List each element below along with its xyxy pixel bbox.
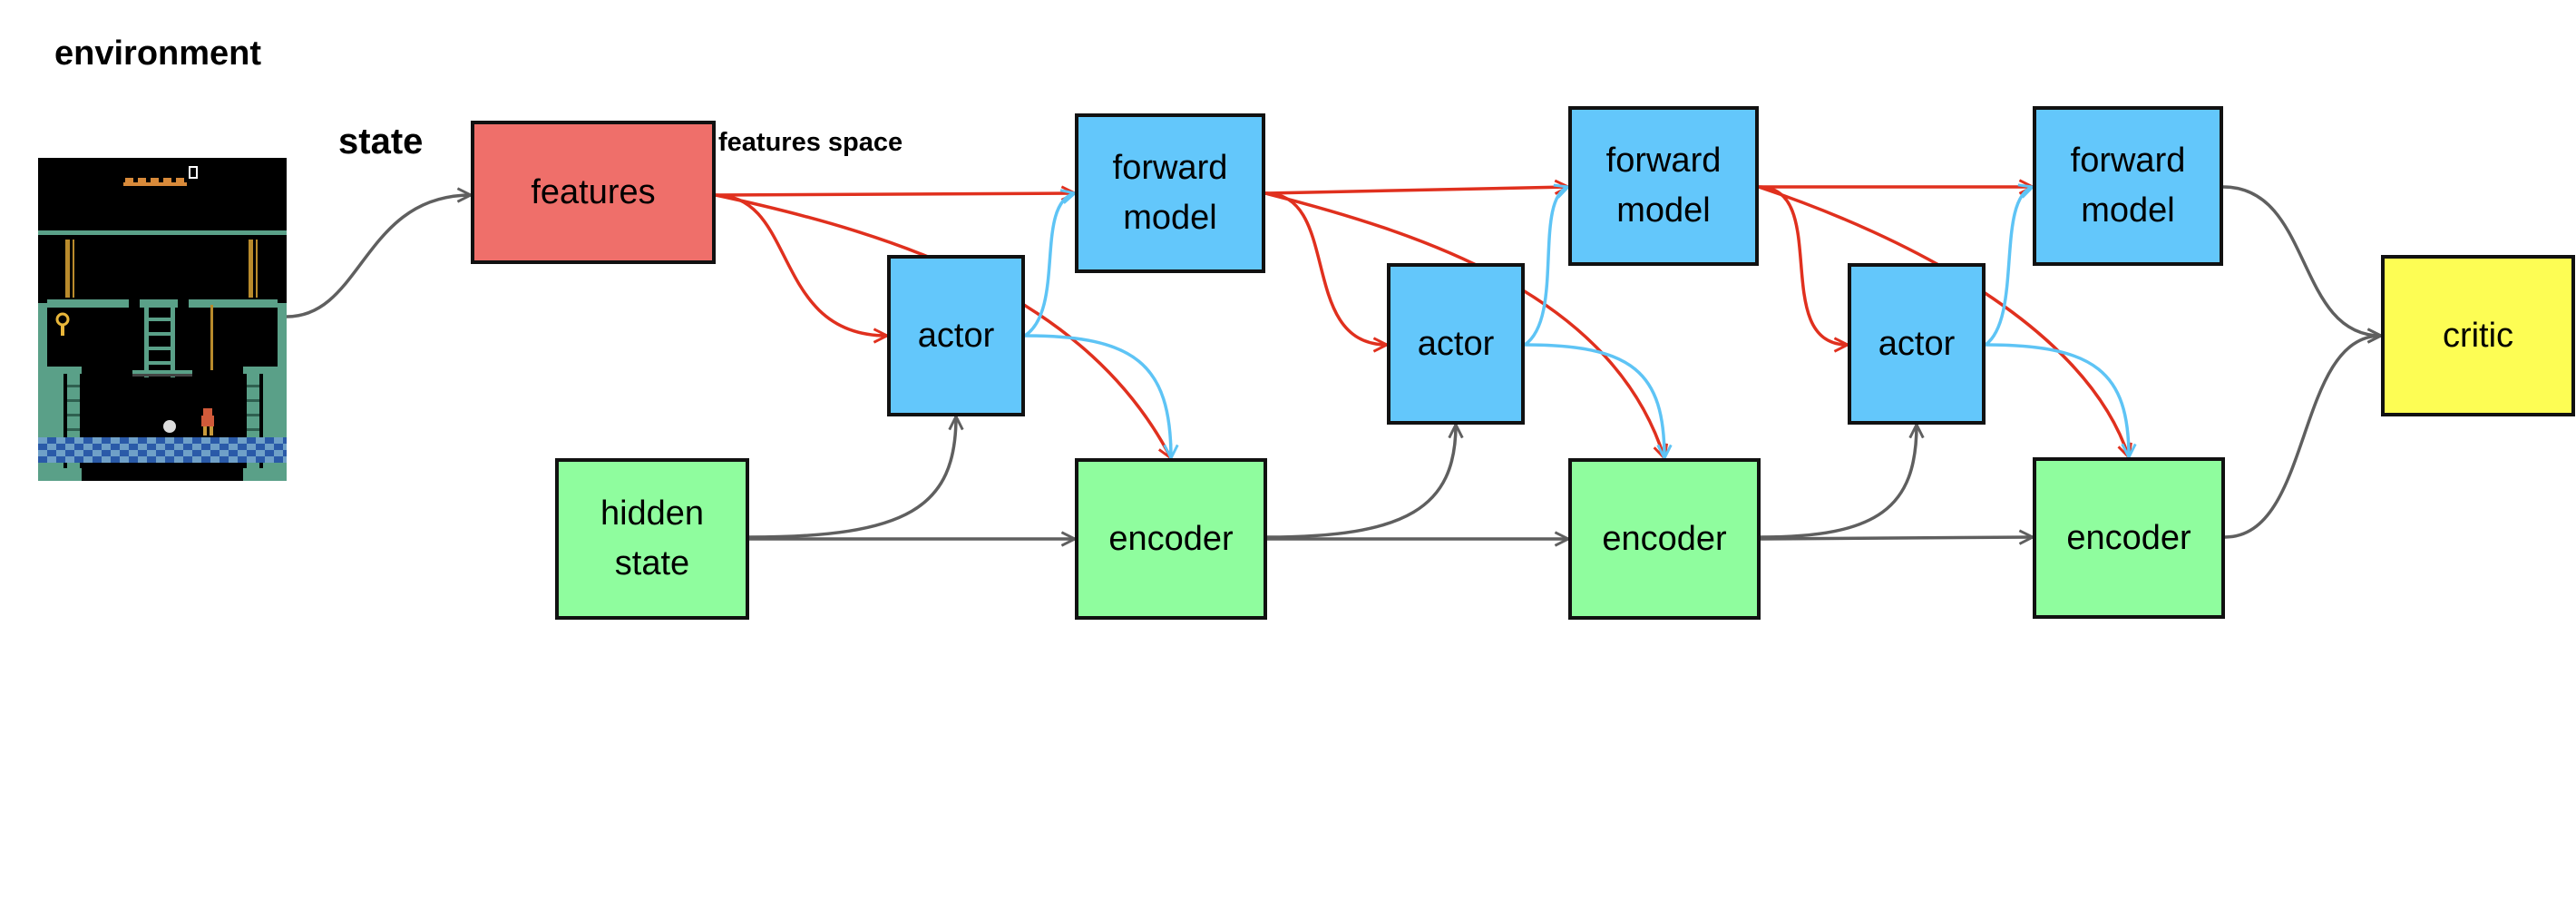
edge-forward-model-2-to-actor-3 — [1758, 185, 1848, 345]
environment-label: environment — [54, 34, 262, 73]
edge-features-to-forward-model-1 — [715, 193, 1075, 195]
edge-actor-3-to-forward-model-3 — [1984, 187, 2033, 347]
edge-environment-to-features — [286, 195, 471, 318]
edge-actor-2-to-encoder-2 — [1524, 343, 1664, 458]
edge-encoder-1-to-actor-2 — [1266, 425, 1456, 539]
features-node: features — [471, 121, 716, 264]
edge-actor-1-to-forward-model-1 — [1023, 193, 1075, 338]
edge-encoder-2-to-encoder-3 — [1760, 537, 2033, 539]
state-label: state — [338, 122, 424, 161]
encoder-node-1: encoder — [1075, 458, 1267, 620]
actor-node-3: actor — [1848, 263, 1986, 425]
actor-node-2: actor — [1387, 263, 1525, 425]
forward-model-node-2: forward model — [1568, 106, 1759, 266]
edge-encoder-3-to-critic — [2224, 336, 2381, 539]
game-screenshot — [38, 158, 287, 481]
encoder-node-2: encoder — [1568, 458, 1761, 620]
hidden-state-node: hidden state — [555, 458, 749, 620]
features-space-label: features space — [718, 128, 903, 157]
actor-node-1: actor — [887, 255, 1025, 416]
edge-encoder-2-to-actor-3 — [1760, 425, 1917, 539]
edge-forward-model-1-to-actor-2 — [1264, 191, 1387, 345]
edge-hidden-state-to-actor-1 — [748, 416, 956, 539]
edge-actor-2-to-forward-model-2 — [1523, 187, 1568, 347]
edge-actor-1-to-encoder-1 — [1024, 334, 1171, 458]
edge-forward-model-3-to-critic — [2222, 185, 2381, 336]
edge-actor-3-to-encoder-3 — [1985, 343, 2129, 457]
critic-node: critic — [2381, 255, 2575, 416]
encoder-node-3: encoder — [2033, 457, 2225, 619]
forward-model-node-3: forward model — [2033, 106, 2223, 266]
edge-forward-model-1-to-forward-model-2 — [1264, 187, 1568, 193]
forward-model-node-1: forward model — [1075, 113, 1265, 273]
